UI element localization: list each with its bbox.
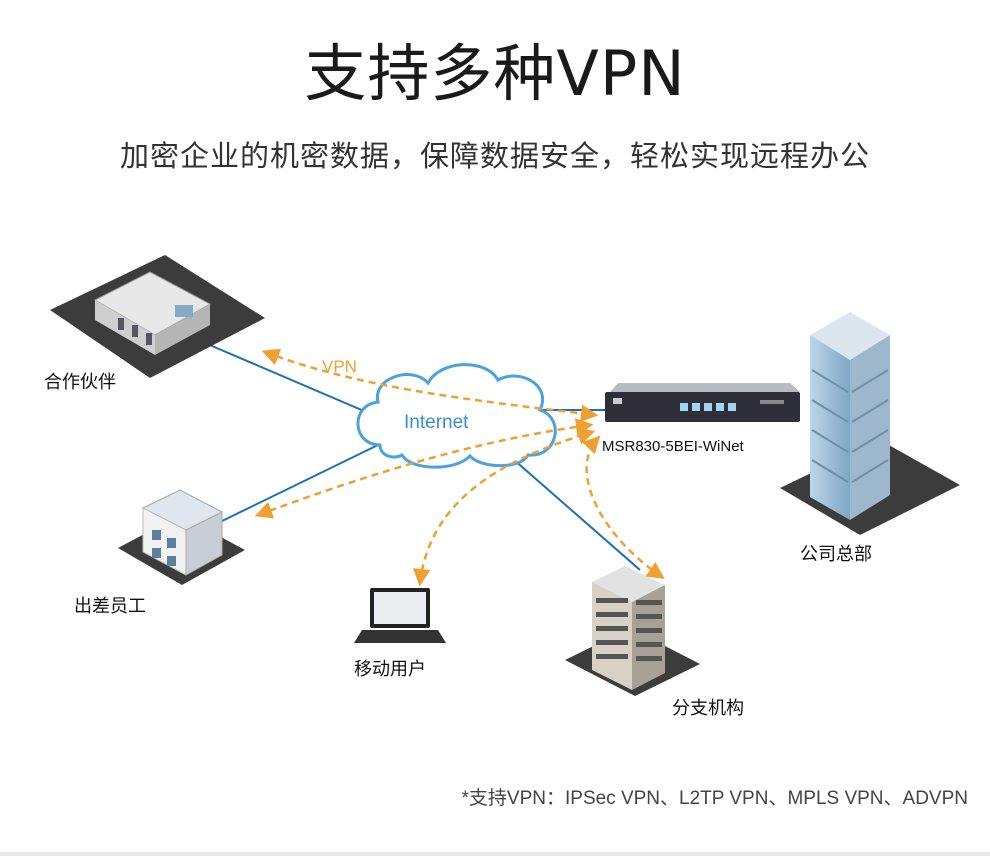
node-label-mobile: 移动用户 [354,659,426,680]
page-title: 支持多种VPN [304,37,686,110]
vpn-label: VPN [322,357,357,376]
router-model-label: MSR830-5BEI-WiNet [602,438,744,455]
laptop-icon [354,588,446,643]
router-device-icon [605,383,800,422]
vpn-tunnels [254,348,665,587]
node-label-partner: 合作伙伴 [44,372,116,393]
node-label-branch: 分支机构 [672,698,744,719]
node-label-hq: 公司总部 [800,544,872,565]
page-subtitle: 加密企业的机密数据，保障数据安全，轻松实现远程办公 [119,139,870,173]
supported-vpn-footnote: *支持VPN：IPSec VPN、L2TP VPN、MPLS VPN、ADVPN [461,788,968,809]
partner-building-icon [50,255,265,378]
vpn-tunnel-partner [261,348,599,423]
vpn-tunnel-branch [582,435,665,579]
branch-building-icon [565,566,700,696]
hq-skyscraper-icon [780,312,960,535]
link-traveler [219,444,379,523]
vpn-tunnel-mobile [412,427,596,587]
node-label-traveler: 出差员工 [74,596,146,617]
bottom-divider [0,852,990,856]
link-branch [504,451,641,571]
cloud-label: Internet [404,412,469,433]
link-partner [204,342,379,418]
traveler-house-icon [118,489,245,585]
